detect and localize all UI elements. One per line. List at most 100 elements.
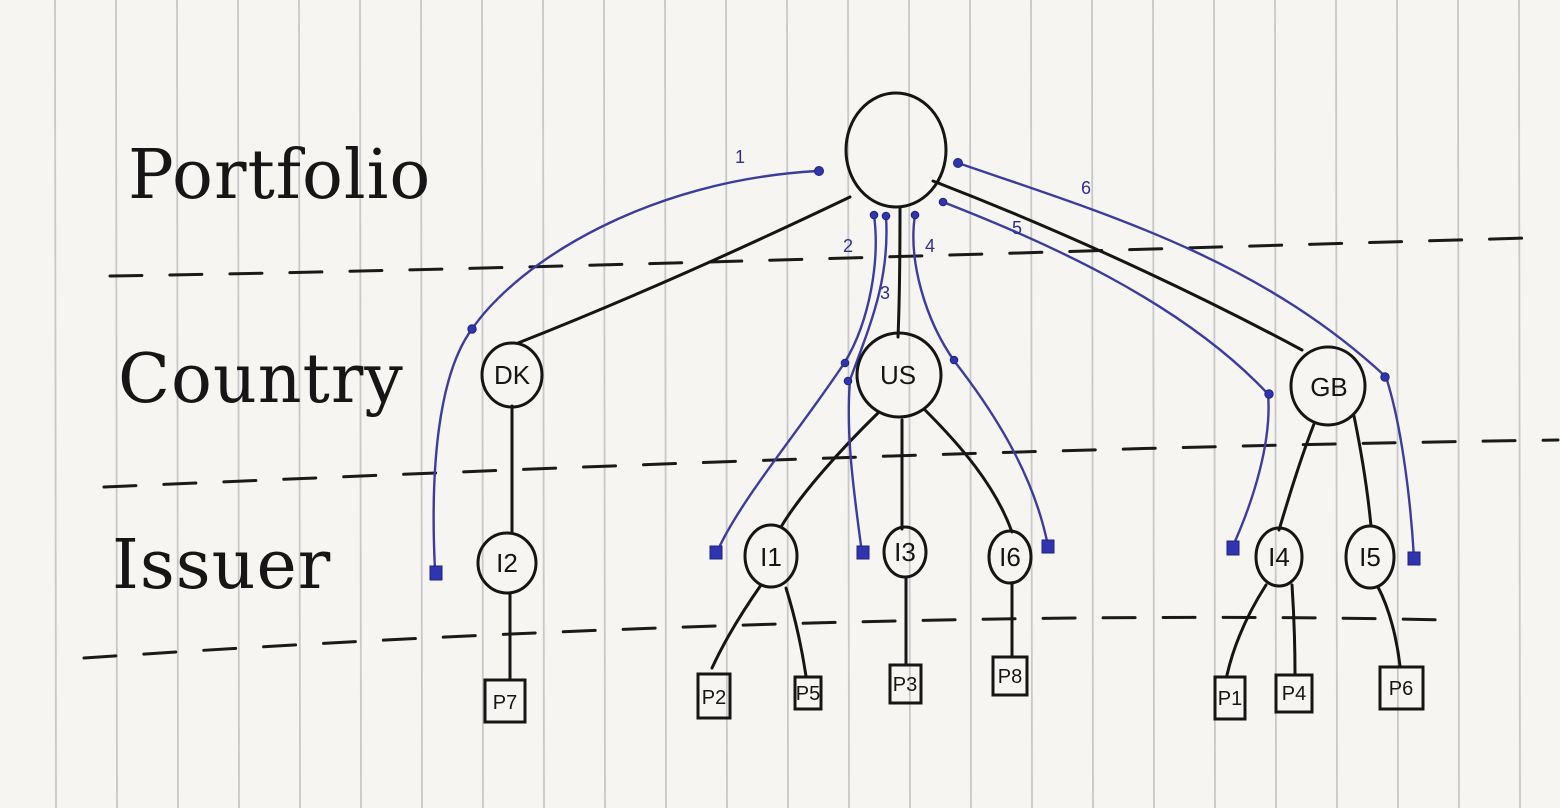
node-label-i4: I4 [1268,542,1290,572]
ruled-line [1091,0,1094,808]
path-four-start-dot [910,210,920,220]
tree-edges [508,179,1402,681]
issuer-node-i6 [987,529,1033,585]
issuer-row-label: Issuer [112,526,331,605]
ruled-line [176,0,179,808]
path-three-start-dot [881,211,891,221]
blue-path-markers [429,158,1421,581]
position-node-p6 [1378,665,1425,711]
issuer-node-i3 [882,525,928,579]
node-label-p8: P8 [998,666,1022,688]
path-label-four: 4 [925,236,935,256]
edge-i1-p5 [784,586,808,678]
edge-us-i6 [923,408,1014,534]
ruled-line [542,0,545,808]
edge-gb-i5 [1352,414,1373,528]
path-one [432,169,820,572]
path-one-mid-dot [467,324,477,334]
edge-us-i1 [779,411,880,529]
position-node-p2 [696,672,732,720]
row-labels: Portfolio Country Issuer [112,136,431,605]
node-label-gb: GB [1310,372,1348,402]
ruled-line [1274,0,1277,808]
ruled-line [1335,0,1338,808]
ruled-line [298,0,301,808]
node-label-p4: P4 [1282,683,1306,705]
position-node-p1 [1213,675,1247,721]
path-four-mid-dot [949,355,959,365]
path-two-end-square [709,545,723,560]
node-label-p7: P7 [493,692,517,714]
portfolio-root-node [844,91,948,209]
path-five [941,200,1270,550]
path-three-end-square [856,545,870,560]
path-label-six: 6 [1081,178,1091,198]
edge-i1-p2 [710,583,763,670]
country-node-us [855,331,943,419]
node-label-i1: I1 [760,542,782,572]
country-row-label: Country [118,340,404,419]
path-two-start-dot [869,210,879,220]
path-one-start-dot [814,166,824,176]
ruled-line [359,0,362,808]
ruled-line [115,0,118,808]
path-two-mid-dot [840,358,850,368]
path-five-mid-dot [1264,389,1274,399]
path-six-start-dot [953,158,963,168]
ruled-line [481,0,484,808]
dashed-line-issuer-position [82,615,1450,660]
ruled-line [908,0,911,808]
edge-root-dk [516,195,852,345]
issuer-node-i1 [743,523,799,589]
blue-path-numbers: 1 2 3 4 5 6 [735,147,1091,303]
tree-nodes [476,91,1425,724]
path-label-two: 2 [843,236,853,256]
edge-root-us [896,205,902,339]
node-label-i5: I5 [1359,542,1381,572]
ruled-line [1396,0,1399,808]
edge-root-gb [931,179,1304,352]
edge-gb-i4 [1277,422,1316,532]
ruled-line [54,0,57,808]
node-label-us: US [880,360,916,390]
path-label-three: 3 [880,283,890,303]
path-six-mid-dot [1380,372,1390,382]
path-three-mid-dot [843,376,853,386]
ruled-line [1518,0,1521,808]
path-label-one: 1 [735,147,745,167]
node-labels: DK US GB I2 I1 I3 I6 I4 I5 P7 P2 P5 P3 P… [493,360,1413,714]
dashed-line-country-issuer [102,438,1560,489]
dashed-line-portfolio-country [108,236,1530,278]
position-node-p7 [483,678,527,724]
ruled-line [420,0,423,808]
ruled-line [1152,0,1155,808]
position-node-p3 [888,663,923,705]
path-two [715,213,877,554]
edge-i5-p6 [1376,585,1402,668]
node-label-i2: I2 [496,548,518,578]
ruled-line [969,0,972,808]
ruled-lines [54,0,1521,808]
node-label-p2: P2 [702,687,726,709]
path-five-end-square [1226,540,1240,556]
issuer-node-i4 [1254,526,1304,588]
position-node-p5 [793,675,823,711]
path-one-end-square [429,565,443,581]
position-node-p8 [991,655,1029,697]
portfolio-row-label: Portfolio [128,136,431,215]
ruled-line [603,0,606,808]
node-label-dk: DK [494,360,531,390]
position-node-p4 [1274,673,1314,714]
country-node-gb [1289,345,1367,427]
ruled-line [1213,0,1216,808]
country-node-dk [480,341,544,409]
node-label-i3: I3 [894,537,916,567]
edge-i4-p4 [1290,583,1297,676]
node-label-p3: P3 [893,674,917,696]
issuer-node-i2 [476,531,538,595]
ruled-line [664,0,667,808]
ruled-line [1457,0,1460,808]
